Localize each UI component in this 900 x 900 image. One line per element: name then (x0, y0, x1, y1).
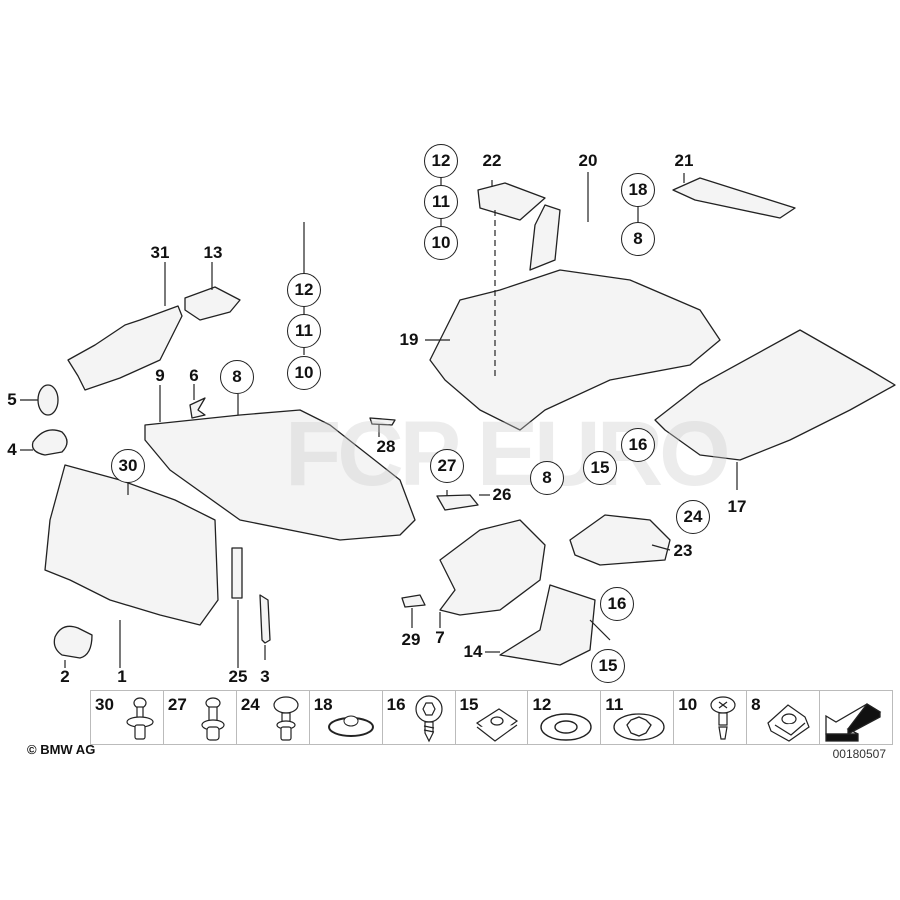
fastener-number: 24 (240, 695, 260, 714)
callout-7: 7 (435, 628, 445, 647)
part-28-shape (369, 417, 396, 426)
fastener-number: 10 (678, 695, 698, 714)
circled-callout-11b: 11 (424, 185, 458, 219)
fastener-cell-arrow (820, 691, 892, 744)
circled-callout-8b: 8 (621, 222, 655, 256)
lock-washer-icon (613, 713, 665, 741)
fastener-strip: 30 27 24 18 16 15 12 11 10 8 (90, 690, 893, 745)
circled-callout-8: 8 (220, 360, 254, 394)
circled-callout-12: 12 (287, 273, 321, 307)
fastener-cell-15: 15 (456, 691, 529, 744)
part-29-shape (401, 594, 426, 608)
circled-callout-10b: 10 (424, 226, 458, 260)
circled-callout-16b: 16 (600, 587, 634, 621)
callout-1: 1 (117, 667, 127, 686)
hex-screw-icon (414, 695, 443, 743)
part-26-shape (436, 494, 479, 511)
part-20-shape (529, 204, 561, 271)
washer-icon (540, 713, 593, 741)
callout-31: 31 (150, 243, 170, 262)
callout-4: 4 (7, 440, 17, 459)
callout-13: 13 (203, 243, 223, 262)
circled-callout-8c: 8 (530, 461, 564, 495)
callout-17: 17 (727, 497, 747, 516)
part-6-shape (189, 397, 206, 419)
circled-callout-15b: 15 (591, 649, 625, 683)
part-5-shape (37, 384, 59, 416)
circled-callout-27: 27 (430, 449, 464, 483)
part-9-shape (144, 409, 416, 541)
fastener-number: 11 (605, 695, 624, 714)
callout-19: 19 (399, 330, 419, 349)
copyright-text: © BMW AG (27, 742, 96, 757)
callout-9: 9 (155, 366, 165, 385)
plastic-rivet-icon (273, 696, 299, 741)
part-4-shape (31, 429, 68, 456)
fastener-cell-11: 11 (601, 691, 675, 744)
part-1-shape (44, 464, 219, 626)
part-21-shape (672, 177, 796, 219)
expanding-rivet-icon (201, 697, 225, 741)
fastener-cell-18: 18 (310, 691, 383, 744)
fastener-cell-16: 16 (383, 691, 456, 744)
circled-callout-30: 30 (111, 449, 145, 483)
part-14-shape (499, 584, 596, 666)
parts-drawing (20, 172, 896, 668)
callout-3: 3 (260, 667, 270, 686)
part-17-shape (654, 329, 896, 461)
callout-5: 5 (7, 390, 17, 409)
part-3-shape (259, 594, 271, 644)
callout-21: 21 (674, 151, 694, 170)
circled-callout-24: 24 (676, 500, 710, 534)
callout-29: 29 (401, 630, 421, 649)
fastener-number: 15 (459, 695, 479, 714)
collar-nut-icon (327, 715, 374, 737)
fastener-cell-27: 27 (164, 691, 237, 744)
fastener-number: 16 (386, 695, 406, 714)
circled-callout-16: 16 (621, 428, 655, 462)
circled-callout-18: 18 (621, 173, 655, 207)
fastener-number: 8 (751, 695, 761, 714)
fastener-number: 27 (167, 695, 187, 714)
part-2-shape (53, 625, 93, 659)
diagram-id: 00180507 (832, 747, 886, 761)
callout-28: 28 (376, 437, 396, 456)
part-7-shape (439, 519, 546, 616)
part-22-shape (477, 182, 546, 221)
callout-14: 14 (463, 642, 483, 661)
fastener-cell-8: 8 (747, 691, 821, 744)
part-13-shape (184, 286, 241, 321)
callout-22: 22 (482, 151, 502, 170)
fastener-cell-10: 10 (674, 691, 748, 744)
callout-6: 6 (189, 366, 199, 385)
fastener-cell-12: 12 (528, 691, 602, 744)
callout-23: 23 (673, 541, 693, 560)
watermark: FCP EURO (285, 403, 731, 505)
spring-nut-icon (767, 704, 810, 742)
fastener-cell-24: 24 (237, 691, 310, 744)
callout-25: 25 (228, 667, 248, 686)
quarter-turn-fastener-icon (710, 696, 736, 740)
part-19-shape (429, 269, 721, 431)
part-25-shape (231, 547, 243, 599)
push-rivet-icon (126, 697, 154, 740)
circled-callout-15: 15 (583, 451, 617, 485)
fastener-cell-30: 30 (91, 691, 164, 744)
callout-2: 2 (60, 667, 70, 686)
callout-26: 26 (492, 485, 512, 504)
part-31-shape (67, 305, 183, 391)
circled-callout-10: 10 (287, 356, 321, 390)
callout-20: 20 (578, 151, 598, 170)
circled-callout-11: 11 (287, 314, 321, 348)
clip-nut-icon (476, 708, 519, 742)
part-23-shape (569, 514, 671, 566)
fastener-number: 18 (313, 695, 333, 714)
fastener-number: 30 (95, 695, 114, 714)
fastener-number: 12 (532, 695, 552, 714)
circled-callout-12b: 12 (424, 144, 458, 178)
direction-arrow-icon (825, 703, 882, 742)
